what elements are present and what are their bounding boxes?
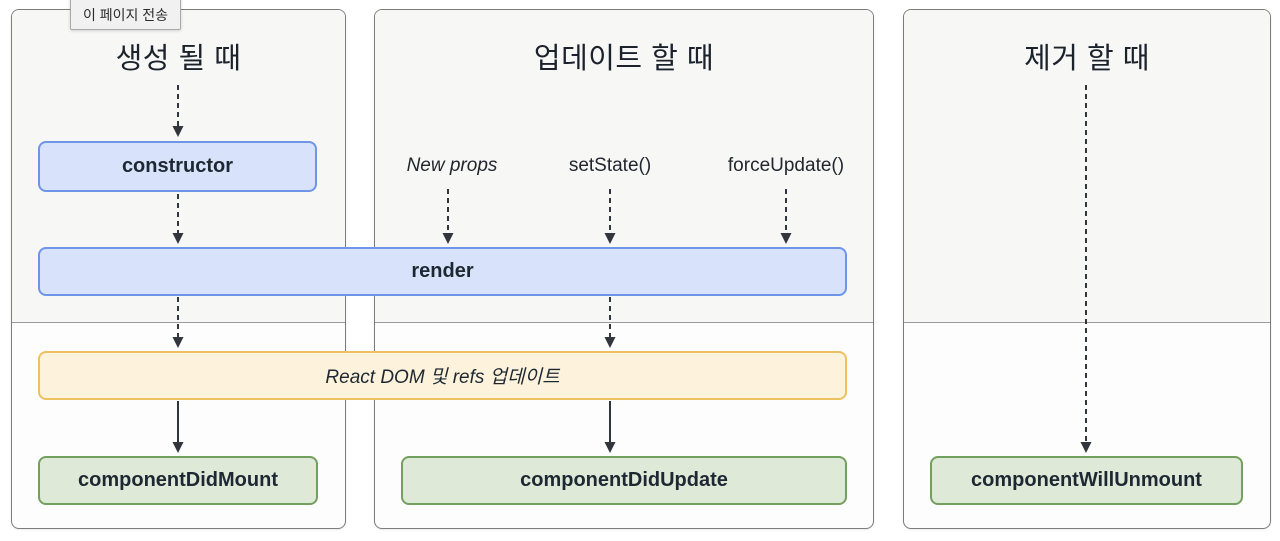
column-update-title: 업데이트 할 때 xyxy=(533,43,715,75)
column-unmount-title: 제거 할 때 xyxy=(1024,43,1150,75)
column-unmount: 제거 할 때 xyxy=(903,9,1271,529)
node-react-dom-update: React DOM 및 refs 업데이트 xyxy=(38,351,847,400)
column-unmount-render-phase xyxy=(904,10,1270,323)
node-render: render xyxy=(38,247,847,296)
node-constructor: constructor xyxy=(38,141,317,192)
column-mount-title: 생성 될 때 xyxy=(115,43,242,75)
browser-tooltip: 이 페이지 전송 xyxy=(70,0,182,30)
trigger-forceupdate: forceUpdate() xyxy=(727,155,845,176)
node-componentwillunmount: componentWillUnmount xyxy=(930,456,1243,505)
node-componentdidupdate: componentDidUpdate xyxy=(401,456,847,505)
trigger-new-props: New props xyxy=(406,155,498,176)
trigger-setstate: setState() xyxy=(568,155,652,176)
node-componentdidmount: componentDidMount xyxy=(38,456,318,505)
